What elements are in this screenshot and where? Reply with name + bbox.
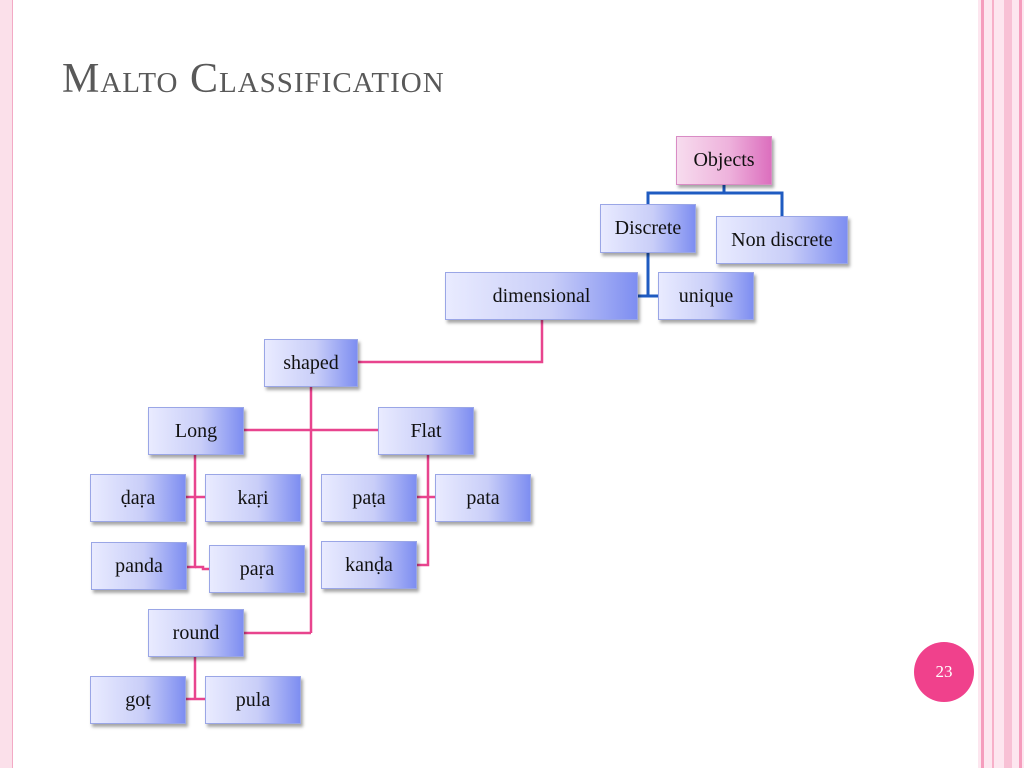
- border-stripe: [1004, 0, 1012, 768]
- connector-long-children: [187, 455, 197, 569]
- node-kanda: kanḍa: [321, 541, 417, 589]
- border-stripe: [981, 0, 984, 768]
- right-border-decoration: [978, 0, 1024, 768]
- node-flat: Flat: [378, 407, 474, 455]
- connector-dimensional-shaped: [358, 320, 544, 364]
- node-shaped: shaped: [264, 339, 358, 387]
- node-pata: pata: [435, 474, 531, 522]
- connector-objects-children: [646, 191, 784, 216]
- connector-flat-children: [417, 455, 430, 567]
- node-kari: kaṛi: [205, 474, 301, 522]
- page-number-badge: 23: [914, 642, 974, 702]
- node-dimensional: dimensional: [445, 272, 638, 320]
- node-para: paṛa: [209, 545, 305, 593]
- node-pata-retroflex: paṭa: [321, 474, 417, 522]
- node-objects: Objects: [676, 136, 772, 185]
- node-panda: panda: [91, 542, 187, 590]
- node-pula: pula: [205, 676, 301, 724]
- border-stripe: [992, 0, 994, 768]
- connector-panda-para: [195, 565, 209, 571]
- border-stripe: [1019, 0, 1022, 768]
- node-discrete: Discrete: [600, 204, 696, 253]
- node-unique: unique: [658, 272, 754, 320]
- node-dara: ḍaṛa: [90, 474, 186, 522]
- node-got: goṭ: [90, 676, 186, 724]
- left-border-decoration: [0, 0, 13, 768]
- node-long: Long: [148, 407, 244, 455]
- node-non-discrete: Non discrete: [716, 216, 848, 264]
- slide-title: Malto Classification: [62, 56, 445, 102]
- node-round: round: [148, 609, 244, 657]
